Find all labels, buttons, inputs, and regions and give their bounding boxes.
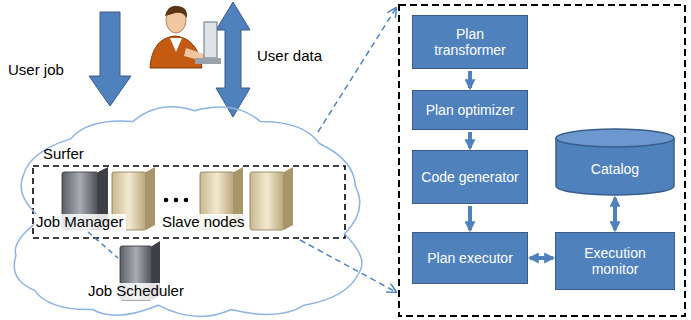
region-title: Surfer xyxy=(43,145,84,162)
process-box: Plan executor xyxy=(412,232,528,284)
process-box: Code generator xyxy=(412,150,528,204)
database-cylinder: Catalog xyxy=(555,128,675,196)
server-label: Job Manager xyxy=(34,214,126,231)
zoom-line xyxy=(300,240,396,292)
cluster-frame xyxy=(33,166,345,238)
flow-label: User data xyxy=(257,48,322,65)
node-label: Plan optimizer xyxy=(426,102,515,118)
flow-arrow xyxy=(468,132,472,148)
process-box: Plan optimizer xyxy=(412,90,528,130)
flow-arrow xyxy=(468,206,472,230)
zoom-line xyxy=(318,8,396,132)
double-block-arrow xyxy=(216,2,250,117)
cloud-region: Surfer xyxy=(5,100,370,316)
server-label: Job Scheduler xyxy=(86,283,186,300)
flow-arrow xyxy=(468,71,472,88)
block-arrow xyxy=(89,12,131,106)
node-label: Execution monitor xyxy=(562,245,668,277)
process-box: Execution monitor xyxy=(555,232,675,290)
process-box: Plan transformer xyxy=(412,15,528,69)
cloud-outline xyxy=(5,100,370,316)
node-label: Plan transformer xyxy=(419,26,521,58)
user-figure xyxy=(150,6,221,68)
node-label: Code generator xyxy=(421,169,518,185)
flow-arrow xyxy=(613,198,617,230)
flow-arrow xyxy=(530,256,553,260)
ellipsis-dots xyxy=(164,198,189,203)
server-icons xyxy=(62,167,293,300)
server-label: Slave nodes xyxy=(160,214,247,231)
node-label: Plan executor xyxy=(427,250,513,266)
dashed-link xyxy=(88,232,118,258)
node-label: Catalog xyxy=(591,161,639,177)
detail-frame xyxy=(399,5,685,316)
flow-label: User job xyxy=(8,62,64,79)
